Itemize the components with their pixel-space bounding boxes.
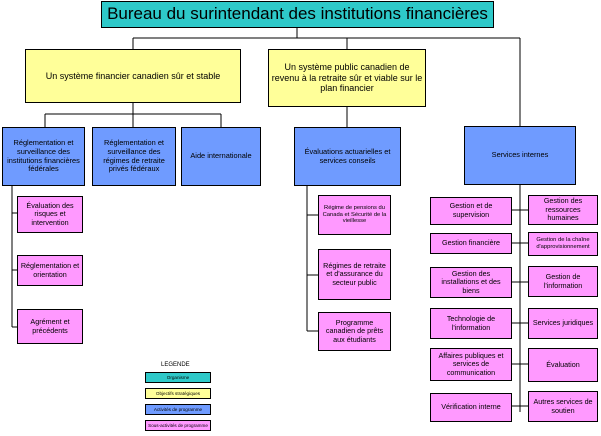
- internal-service-box: Vérification interne: [430, 393, 512, 422]
- internal-service-box: Affaires publiques et services de commun…: [430, 348, 512, 381]
- strategic-objective-box: Un système financier canadien sûr et sta…: [25, 49, 241, 103]
- program-activity-box: Réglementation et surveillance des insti…: [2, 127, 85, 186]
- internal-service-box: Gestion des installations et des biens: [430, 267, 512, 298]
- internal-service-box: Gestion et de supervision: [430, 197, 512, 225]
- legend-item-activites: Activités de programme: [145, 404, 211, 415]
- program-activity-box: Évaluations actuarielles et services con…: [294, 127, 401, 186]
- internal-service-box: Services juridiques: [528, 308, 598, 339]
- organisation-box: Bureau du surintendant des institutions …: [101, 1, 494, 28]
- sub-activity-box: Réglementation et orientation: [17, 255, 83, 286]
- internal-service-box: Gestion financière: [430, 233, 512, 254]
- internal-service-box: Gestion de l'information: [528, 266, 598, 297]
- legend-title: LEGENDE: [161, 362, 190, 368]
- internal-service-box: Technologie de l'information: [430, 308, 512, 339]
- program-activity-box: Services internes: [464, 126, 576, 185]
- program-activity-box: Réglementation et surveillance des régim…: [92, 127, 176, 186]
- legend-item-organisme: Organisme: [145, 372, 211, 383]
- strategic-objective-box: Un système public canadien de revenu à l…: [268, 49, 426, 107]
- internal-service-box: Gestion de la chaîne d'approvisionnement: [528, 232, 598, 256]
- sub-activity-box: Régimes de retraite et d'assurance du se…: [318, 249, 391, 300]
- sub-activity-box: Agrément et précédents: [17, 309, 83, 344]
- internal-service-box: Évaluation: [528, 348, 598, 382]
- legend-item-sous-activites: Sous-activités de programme: [145, 420, 211, 431]
- program-activity-box: Aide internationale: [181, 127, 261, 186]
- internal-service-box: Gestion des ressources humaines: [528, 195, 598, 225]
- legend-item-objectifs: Objectifs stratégiques: [145, 388, 211, 399]
- sub-activity-box: Régime de pensions du Canada et Sécurité…: [318, 195, 391, 235]
- sub-activity-box: Programme canadien de prêts aux étudiant…: [318, 312, 391, 351]
- sub-activity-box: Évaluation des risques et intervention: [17, 196, 83, 233]
- internal-service-box: Autres services de soutien: [528, 391, 598, 422]
